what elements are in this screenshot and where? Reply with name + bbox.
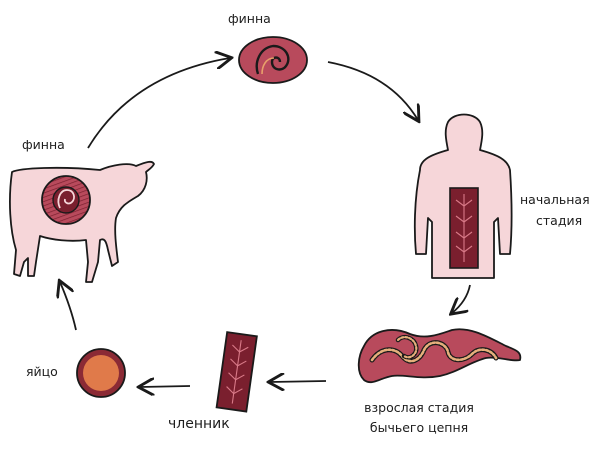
label-adult-stage-line1: взрослая стадия	[364, 400, 474, 415]
adult-tapeworm-icon	[357, 328, 522, 384]
arrow-human-to-adult	[452, 284, 471, 313]
label-cyst-cow: финна	[22, 137, 65, 152]
egg-icon	[76, 348, 126, 398]
label-egg: яйцо	[26, 364, 58, 379]
label-segment: членник	[168, 416, 230, 432]
cow-icon	[9, 160, 155, 283]
label-cyst-top: финна	[228, 11, 271, 26]
human-icon	[413, 113, 513, 279]
label-adult-stage-line2: бычьего цепня	[369, 420, 469, 435]
cyst-top-icon	[238, 36, 308, 84]
label-human-stage-line2: стадия	[536, 213, 583, 228]
segment-icon	[215, 331, 258, 413]
arrow-adult-to-segment	[270, 381, 327, 382]
label-human-stage-line1: начальная	[520, 192, 590, 207]
arrow-cow-to-cyst	[87, 58, 230, 149]
arrow-segment-to-egg	[140, 386, 191, 387]
arrow-cyst-to-human	[327, 61, 418, 120]
arrow-egg-to-cow	[60, 282, 77, 331]
